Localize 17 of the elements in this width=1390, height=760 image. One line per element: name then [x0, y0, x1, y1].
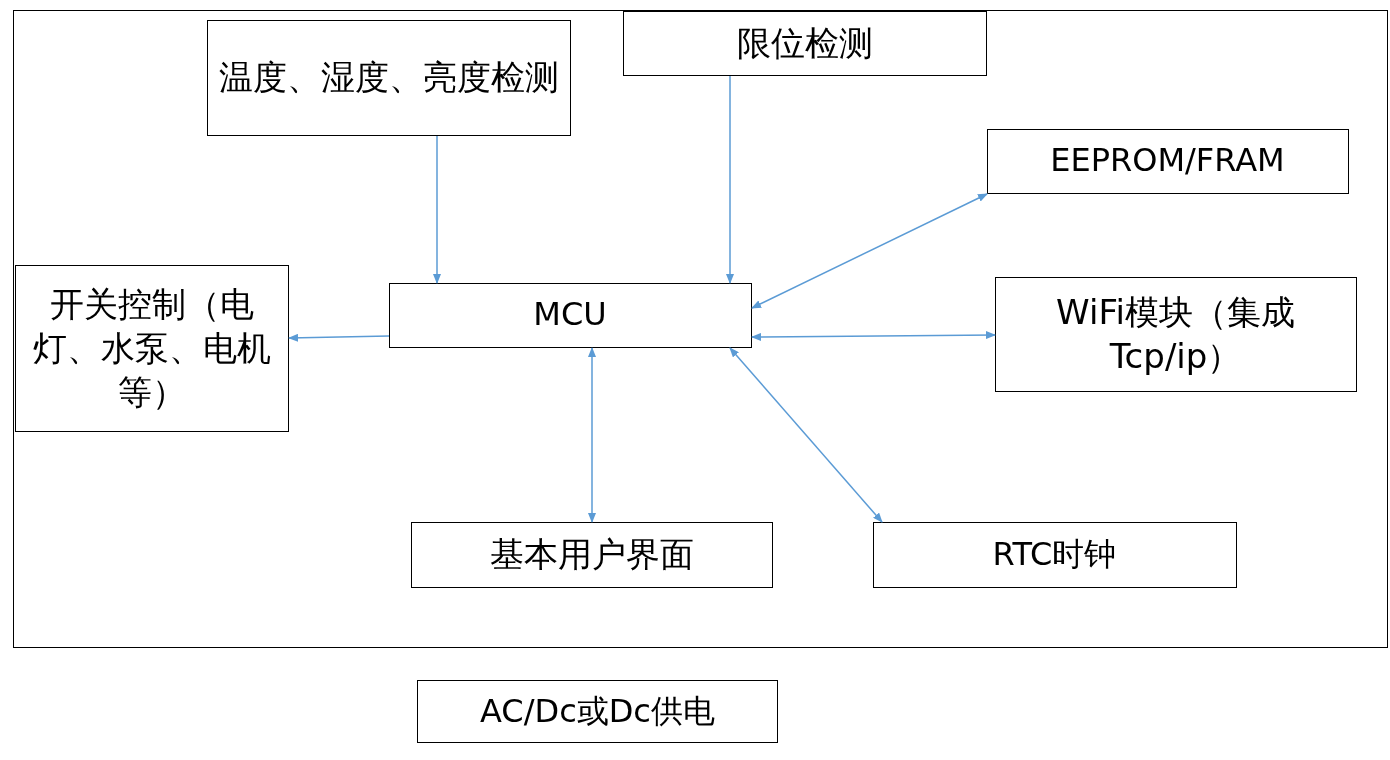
process-box: WiFi模块（集成Tcp/ip）	[994, 276, 1357, 392]
arrow	[751, 193, 988, 309]
mcu-box: MCU	[388, 282, 752, 348]
process-box: 开关控制（电灯、水泵、电机等）	[14, 264, 289, 432]
process-box: 限位检测	[622, 10, 987, 76]
process-box: 温度、湿度、亮度检测	[206, 19, 571, 136]
frame-box	[13, 10, 1388, 648]
arrow	[588, 347, 596, 523]
arrow	[729, 347, 883, 523]
process-box: RTC时钟	[872, 521, 1237, 588]
process-box: 基本用户界面	[410, 521, 773, 588]
arrow	[433, 135, 441, 284]
arrow	[288, 333, 390, 342]
arrow	[726, 75, 734, 284]
process-box: EEPROM/FRAM	[986, 128, 1349, 194]
arrow	[751, 331, 996, 341]
process-box: AC/Dc或Dc供电	[417, 680, 778, 743]
